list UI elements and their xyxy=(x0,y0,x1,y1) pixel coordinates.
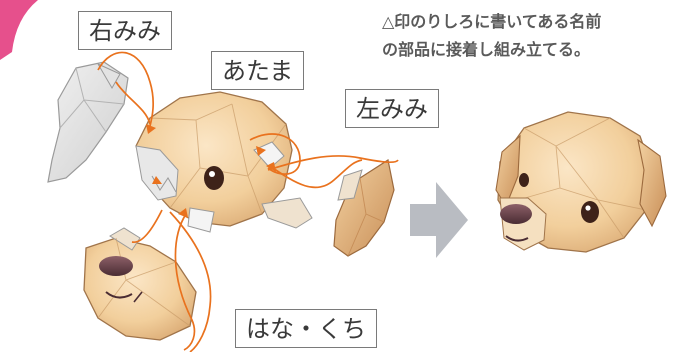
right-ear-part xyxy=(47,61,129,183)
instruction-text: △印のりしろに書いてある名前 の部品に接着し組み立てる。 xyxy=(382,12,602,59)
nose-mouth-part xyxy=(83,227,197,341)
connection-lines xyxy=(97,51,399,353)
glue-tab-marker-icon xyxy=(146,124,276,218)
head-part xyxy=(135,91,313,233)
right-ear-label: 右みみ xyxy=(78,11,172,50)
corner-tab xyxy=(0,0,38,60)
nose-mouth-label: はな・くち xyxy=(235,309,377,348)
head-label: あたま xyxy=(211,51,305,90)
left-ear-part xyxy=(333,159,395,257)
assembled-head xyxy=(495,111,667,253)
left-ear-label: 左みみ xyxy=(345,89,439,128)
assemble-arrow-icon xyxy=(410,182,468,258)
